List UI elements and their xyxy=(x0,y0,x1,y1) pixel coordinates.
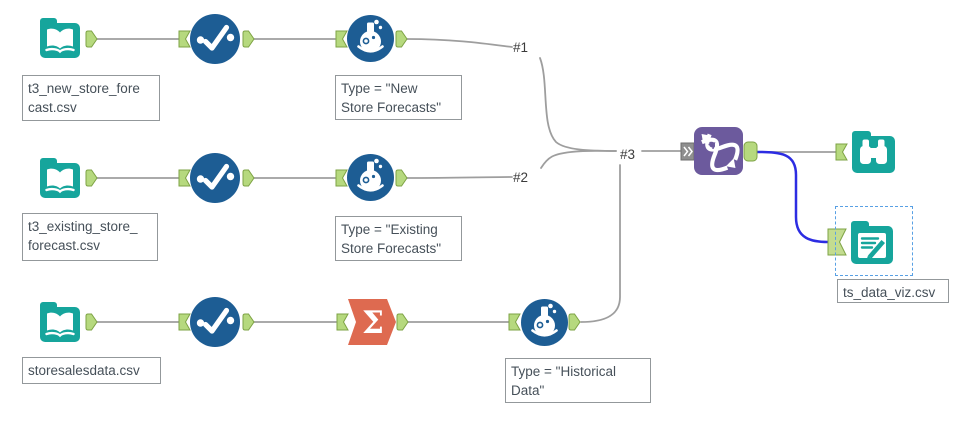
output-anchor[interactable] xyxy=(395,30,408,48)
open-book-icon xyxy=(40,18,80,58)
union-multi-input-anchor[interactable] xyxy=(680,142,695,161)
connection-label1-junction3[interactable] xyxy=(539,57,617,152)
tool-formula-3[interactable] xyxy=(521,299,568,346)
sigma-icon: Σ xyxy=(348,299,396,345)
tool-browse[interactable] xyxy=(849,129,898,175)
flask-icon xyxy=(347,154,394,201)
output-anchor[interactable] xyxy=(568,313,581,331)
checkmark-icon xyxy=(190,14,240,64)
input-anchor[interactable] xyxy=(335,30,348,48)
binoculars-icon xyxy=(852,131,895,173)
annotation-output-file[interactable]: ts_data_viz.csv xyxy=(837,279,949,303)
connection-label-2: #2 xyxy=(513,170,529,185)
input-anchor[interactable] xyxy=(335,169,348,187)
output-anchor[interactable] xyxy=(242,169,255,187)
tool-input-data-2[interactable] xyxy=(38,156,82,200)
input-anchor[interactable] xyxy=(508,313,521,331)
tool-input-data-1[interactable] xyxy=(38,16,82,60)
output-anchor[interactable] xyxy=(85,169,98,187)
connection-label2-junction3[interactable] xyxy=(540,149,617,169)
dna-helix-icon xyxy=(694,127,743,175)
annotation-input-existing-store[interactable]: t3_existing_store_ forecast.csv xyxy=(22,213,158,261)
input-anchor[interactable] xyxy=(178,313,191,331)
open-book-icon xyxy=(40,302,80,342)
output-tool-input-anchor[interactable] xyxy=(827,228,847,256)
tool-output-data[interactable] xyxy=(849,219,895,266)
annotation-input-storesales[interactable]: storesalesdata.csv xyxy=(22,357,161,384)
connection-label-3: #3 xyxy=(620,147,636,162)
output-anchor[interactable] xyxy=(242,30,255,48)
input-anchor[interactable] xyxy=(178,30,191,48)
connection-formula1-label1[interactable] xyxy=(406,38,513,48)
tool-union[interactable] xyxy=(694,127,743,175)
output-anchor[interactable] xyxy=(242,313,255,331)
annotation-input-new-store[interactable]: t3_new_store_fore cast.csv xyxy=(22,75,160,121)
checkmark-icon xyxy=(190,153,240,203)
tool-summarize[interactable]: Σ xyxy=(348,299,396,345)
output-anchor[interactable] xyxy=(85,313,98,331)
browse-input-anchor[interactable] xyxy=(835,143,848,161)
output-anchor[interactable] xyxy=(396,313,409,331)
tool-formula-2[interactable] xyxy=(347,154,394,201)
annotation-formula-new-store[interactable]: Type = "New Store Forecasts" xyxy=(335,75,462,120)
output-anchor[interactable] xyxy=(395,169,408,187)
input-anchor[interactable] xyxy=(178,169,191,187)
flask-icon xyxy=(521,299,568,346)
union-output-anchor[interactable] xyxy=(743,141,758,162)
tool-input-data-3[interactable] xyxy=(38,300,82,344)
flask-icon xyxy=(347,15,394,62)
tool-formula-1[interactable] xyxy=(347,15,394,62)
connection-union-output-selected[interactable] xyxy=(755,150,830,244)
annotation-formula-historical[interactable]: Type = "Historical Data" xyxy=(505,358,651,403)
output-anchor[interactable] xyxy=(85,30,98,48)
tool-select-3[interactable] xyxy=(190,297,240,347)
connection-formula2-label2[interactable] xyxy=(406,176,513,179)
input-anchor[interactable] xyxy=(336,313,349,331)
open-book-icon xyxy=(40,158,80,198)
annotation-formula-existing[interactable]: Type = "Existing Store Forecasts" xyxy=(335,216,462,261)
checkmark-icon xyxy=(190,297,240,347)
connection-label-1: #1 xyxy=(513,40,529,55)
sigma-glyph: Σ xyxy=(362,305,384,341)
tool-select-1[interactable] xyxy=(190,14,240,64)
tool-select-2[interactable] xyxy=(190,153,240,203)
selection-outline xyxy=(835,206,913,276)
connection-formula3-junction3[interactable] xyxy=(580,164,621,323)
document-pencil-icon xyxy=(851,221,893,264)
